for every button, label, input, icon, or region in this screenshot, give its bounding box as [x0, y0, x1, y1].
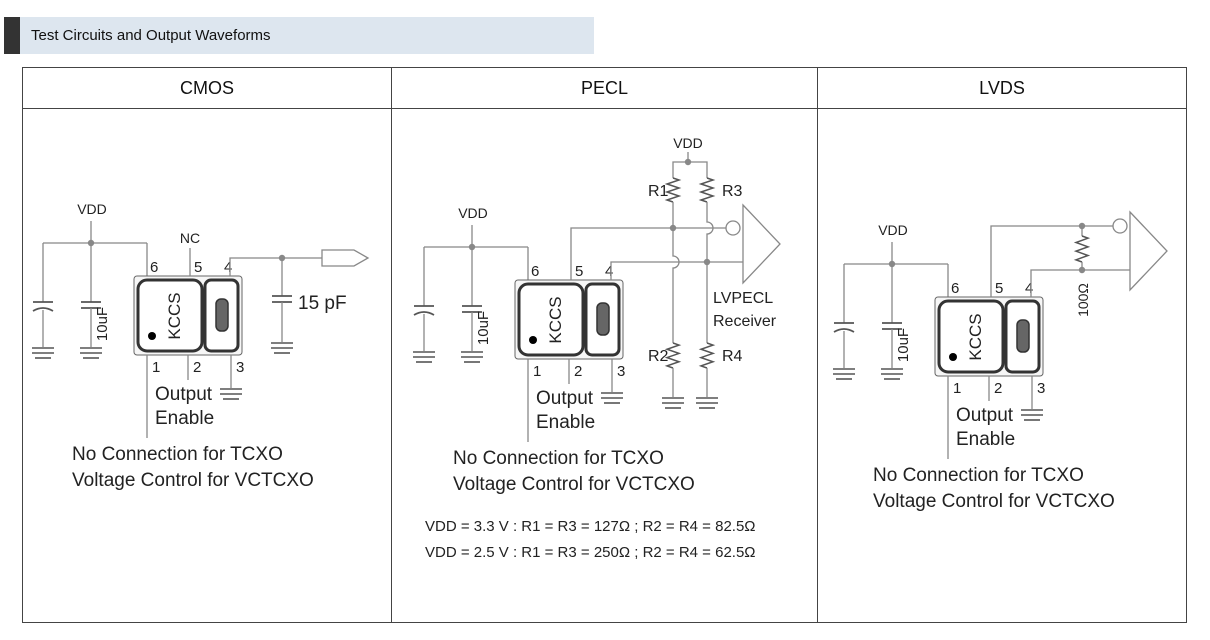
- column-header-lvds: LVDS: [817, 67, 1187, 109]
- pecl-circuit-cell: [391, 108, 818, 623]
- test-circuits-table: CMOS PECL LVDS: [22, 67, 1187, 623]
- section-title: Test Circuits and Output Waveforms: [31, 27, 271, 44]
- section-marker: [4, 17, 20, 54]
- lvds-circuit-cell: [817, 108, 1187, 623]
- cmos-circuit-cell: [22, 108, 392, 623]
- column-header-pecl: PECL: [391, 67, 818, 109]
- section-header: Test Circuits and Output Waveforms: [4, 17, 594, 54]
- column-header-cmos: CMOS: [22, 67, 392, 109]
